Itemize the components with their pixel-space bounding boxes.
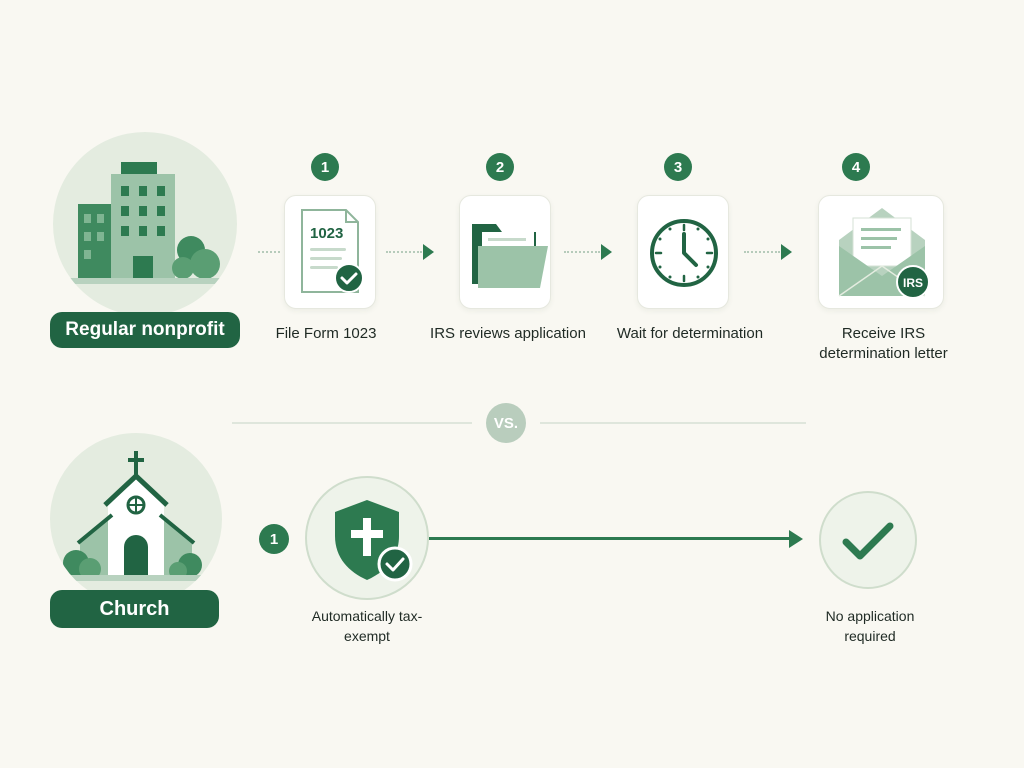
step-4-label: Receive IRS determination letter bbox=[819, 325, 948, 362]
form-number-text: 1023 bbox=[310, 225, 343, 242]
connector-line bbox=[386, 251, 422, 253]
arrow-right-icon bbox=[601, 244, 612, 260]
nonprofit-building-illustration bbox=[53, 132, 237, 316]
step-3-badge: 3 bbox=[664, 153, 692, 181]
step-2-card bbox=[459, 195, 551, 309]
regular-nonprofit-label: Regular nonprofit bbox=[50, 312, 240, 348]
checkmark-circle bbox=[819, 491, 917, 589]
arrow-right-icon bbox=[781, 244, 792, 260]
irs-badge-text: IRS bbox=[903, 276, 923, 290]
building-icon bbox=[63, 162, 227, 284]
divider-line bbox=[232, 422, 472, 424]
church-illustration bbox=[50, 433, 222, 605]
document-icon: 1023 bbox=[301, 209, 364, 293]
no-application-required-label: No application required bbox=[825, 608, 915, 644]
church-step-1-badge: 1 bbox=[259, 524, 289, 554]
folder-icon bbox=[472, 224, 548, 288]
connector-line bbox=[258, 251, 280, 253]
step-3-card bbox=[637, 195, 729, 309]
step-4-badge: 4 bbox=[842, 153, 870, 181]
church-arrow-line bbox=[429, 537, 790, 540]
checkmark-icon bbox=[842, 522, 894, 560]
step-2-badge: 2 bbox=[486, 153, 514, 181]
shield-circle bbox=[305, 476, 429, 600]
automatically-tax-exempt-label: Automatically tax-exempt bbox=[311, 608, 423, 644]
arrow-right-icon bbox=[789, 530, 803, 548]
divider-line bbox=[540, 422, 806, 424]
step-1-card: 1023 bbox=[284, 195, 376, 309]
shield-icon bbox=[335, 500, 413, 582]
step-4-card: IRS bbox=[818, 195, 944, 309]
vs-badge: VS. bbox=[486, 403, 526, 443]
clock-icon bbox=[650, 219, 718, 287]
connector-line bbox=[744, 251, 780, 253]
envelope-icon: IRS bbox=[838, 208, 930, 299]
step-1-badge: 1 bbox=[311, 153, 339, 181]
church-label: Church bbox=[50, 590, 219, 628]
step-2-label: IRS reviews application bbox=[430, 325, 586, 342]
step-1-label: File Form 1023 bbox=[275, 325, 377, 342]
arrow-right-icon bbox=[423, 244, 434, 260]
step-3-label: Wait for determination bbox=[616, 325, 764, 342]
connector-line bbox=[564, 251, 600, 253]
church-icon bbox=[60, 451, 212, 581]
